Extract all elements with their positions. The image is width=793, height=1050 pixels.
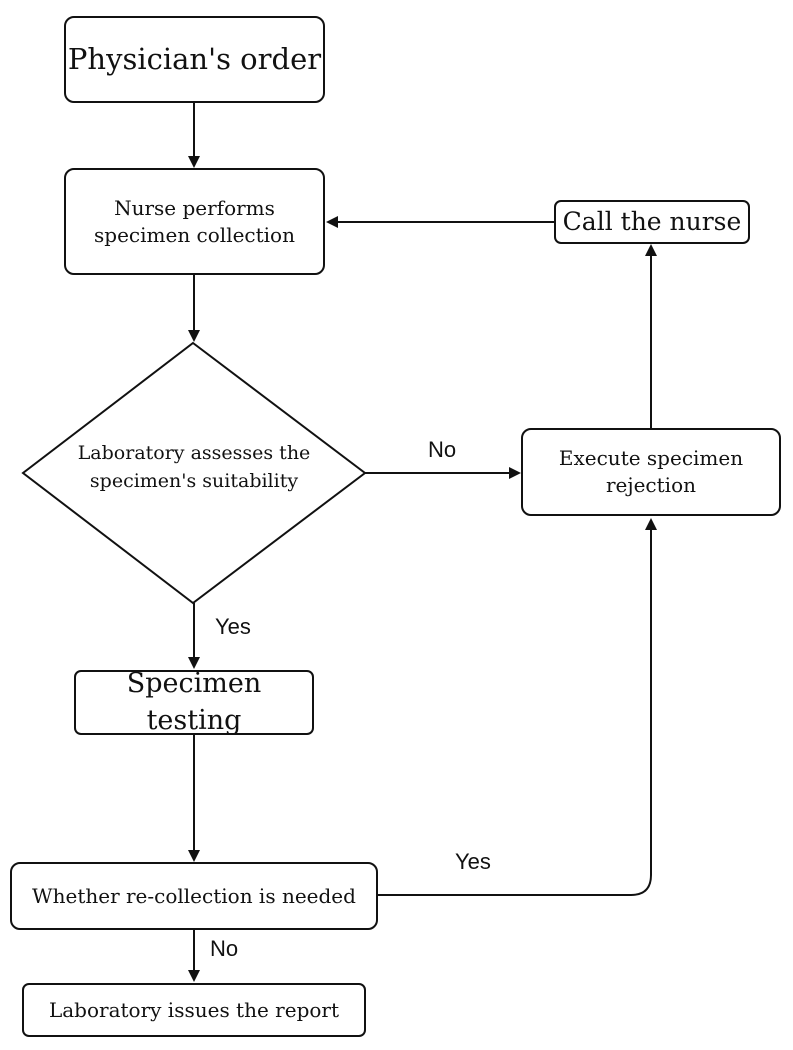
node-call-nurse-label: Call the nurse [562, 207, 742, 237]
edge-label-assess-no: No [428, 437, 457, 462]
edge-label-assess-yes: Yes [215, 614, 251, 639]
node-specimen-testing: Specimen testing [74, 668, 314, 736]
node-specimen-testing-label: Specimen testing [126, 668, 262, 736]
node-lab-report-label: Laboratory issues the report [48, 997, 340, 1022]
node-execute-rejection-label: Execute specimen rejection [558, 446, 744, 497]
node-lab-assess-label: Laboratory assesses the specimen's suita… [77, 442, 311, 492]
node-nurse-collection-label: Nurse performs specimen collection [94, 195, 295, 247]
node-recollection-label: Whether re-collection is needed [32, 883, 356, 908]
node-lab-report: Laboratory issues the report [22, 983, 366, 1037]
node-recollection: Whether re-collection is needed [10, 862, 378, 930]
node-nurse-collection: Nurse performs specimen collection [64, 168, 325, 275]
node-execute-rejection: Execute specimen rejection [521, 428, 781, 516]
node-call-nurse: Call the nurse [554, 200, 750, 244]
edge-label-recollect-no: No [210, 936, 239, 961]
node-physicians-order: Physician's order [64, 16, 325, 103]
node-physicians-order-label: Physician's order [67, 41, 322, 76]
edge-label-recollect-yes: Yes [455, 849, 491, 874]
edge-recollection-to-rejection [378, 518, 657, 896]
